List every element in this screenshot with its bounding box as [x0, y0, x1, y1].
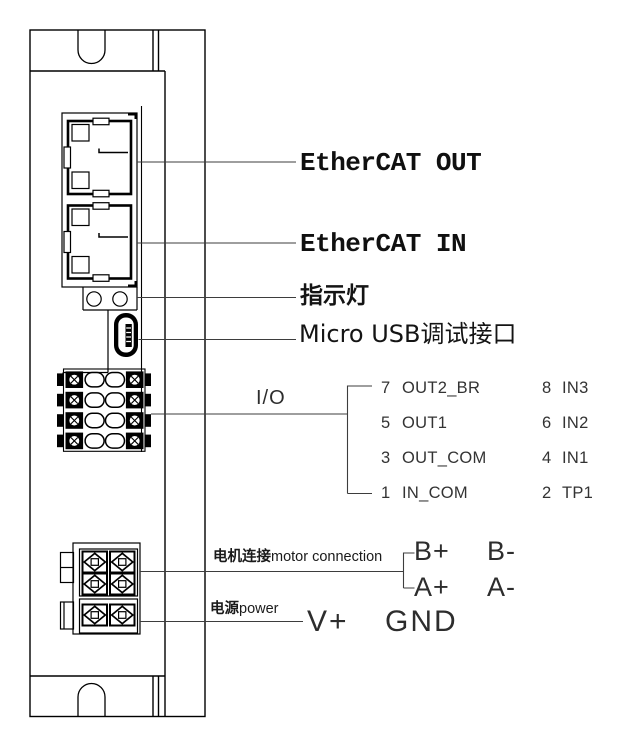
pin-number: 6: [542, 414, 552, 432]
bracket-motor-pins: [402, 552, 415, 589]
label-io: I/O: [256, 387, 286, 409]
motor-power-connector-icon: [59, 542, 141, 635]
pin-number: 5: [381, 414, 391, 432]
io-terminal-block-icon: [56, 368, 152, 452]
label-motor-connection-en: motor connection: [271, 549, 383, 565]
rj45-ethercat-in-icon: [62, 201, 133, 283]
bracket-io-pins: [346, 385, 372, 495]
leader-lines: [137, 161, 415, 623]
io-pin-row: 7 OUT2_BR 8 IN3: [0, 380, 621, 398]
io-pin-row: 1 IN_COM 2 TP1: [0, 485, 621, 503]
bottom-mounting-slot-icon: [77, 682, 106, 717]
pin-name: IN2: [562, 414, 589, 432]
terminal-b-minus: B-: [487, 536, 516, 566]
label-usb-debug-port: Micro USB调试接口: [299, 320, 517, 348]
label-ethercat-in: EtherCAT IN: [300, 229, 467, 259]
rj45-ethercat-out-icon: [62, 116, 133, 199]
top-mounting-slot-icon: [77, 30, 106, 65]
pin-name: OUT_COM: [402, 449, 487, 467]
label-motor-connection-cn: 电机连接: [213, 549, 271, 565]
pin-number: 4: [542, 449, 552, 467]
device-outline: [29, 29, 206, 718]
label-ethercat-out: EtherCAT OUT: [300, 148, 482, 178]
terminal-gnd: GND: [385, 605, 458, 638]
micro-usb-port-icon: [114, 313, 138, 357]
label-motor-connection: 电机连接motor connection: [213, 550, 382, 565]
pin-name: IN3: [562, 379, 589, 397]
label-power-cn: 电源: [210, 601, 239, 617]
pin-name: IN_COM: [402, 484, 468, 502]
pin-number: 2: [542, 484, 552, 502]
pin-name: OUT1: [402, 414, 448, 432]
io-pin-row: 3 OUT_COM 4 IN1: [0, 450, 621, 468]
pin-number: 3: [381, 449, 391, 467]
io-pin-row: 5 OUT1 6 IN2: [0, 415, 621, 433]
pin-name: IN1: [562, 449, 589, 467]
terminal-a-plus: A+: [414, 572, 450, 602]
terminal-a-minus: A-: [487, 572, 516, 602]
label-indicator-light: 指示灯: [300, 283, 369, 309]
terminal-v-plus: V+: [307, 605, 349, 638]
pin-number: 7: [381, 379, 391, 397]
pin-name: OUT2_BR: [402, 379, 481, 397]
pin-number: 8: [542, 379, 552, 397]
label-power: 电源power: [210, 602, 279, 617]
terminal-b-plus: B+: [414, 536, 450, 566]
rj45-housing: [61, 112, 138, 288]
label-power-en: power: [239, 601, 279, 617]
pin-number: 1: [381, 484, 391, 502]
pin-name: TP1: [562, 484, 594, 502]
